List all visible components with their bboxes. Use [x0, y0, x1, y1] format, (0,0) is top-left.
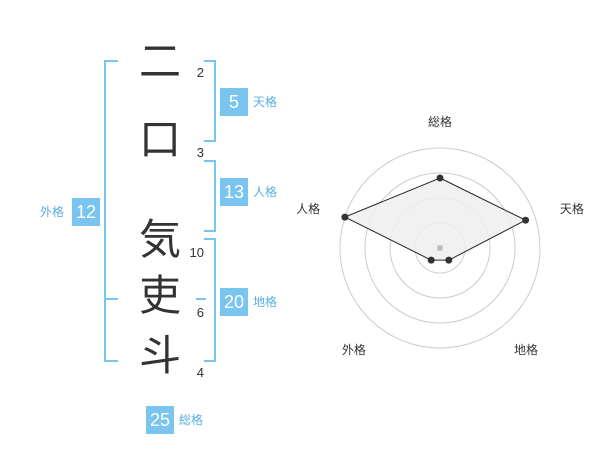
gaikaku-label: 外格	[40, 205, 65, 219]
radar-axis-label-1: 総格	[428, 114, 452, 129]
gaikaku-bracket-tick	[106, 298, 118, 300]
name-char-1: 二	[138, 37, 181, 86]
radar-axis-label-2: 天格	[560, 201, 584, 216]
radar-axis-label-5: 人格	[296, 201, 320, 216]
name-char-3: 気	[138, 215, 181, 264]
jinkaku-bracket	[204, 160, 216, 232]
gaikaku-badge: 12	[72, 198, 100, 226]
stroke-count-3: 10	[189, 245, 204, 260]
radar-point-1	[436, 174, 444, 182]
chikaku-badge: 20	[220, 288, 248, 316]
radar-point-5	[341, 213, 349, 221]
radar-grid-ring-3	[364, 172, 516, 324]
name-char-5: 斗	[138, 331, 181, 380]
chikaku-label: 地格	[253, 295, 278, 309]
soukaku-label: 総格	[179, 413, 204, 427]
tenkaku-badge: 5	[220, 88, 248, 116]
chikaku-bracket-tick	[196, 298, 206, 300]
tenkaku-bracket	[204, 60, 216, 142]
stroke-count-1: 2	[196, 65, 204, 80]
stroke-count-2: 3	[196, 145, 204, 160]
jinkaku-label: 人格	[253, 185, 278, 199]
tenkaku-label: 天格	[253, 95, 278, 109]
chikaku-bracket	[204, 238, 216, 362]
gaikaku-bracket	[104, 60, 118, 362]
radar-point-3	[445, 256, 453, 264]
name-char-4: 吏	[138, 271, 181, 320]
soukaku-badge: 25	[146, 406, 174, 434]
radar-grid-ring-4	[339, 147, 541, 349]
radar-center-dot	[437, 245, 443, 251]
stroke-count-5: 4	[196, 365, 204, 380]
radar-data-polygon	[343, 177, 527, 261]
stroke-count-4: 6	[196, 305, 204, 320]
radar-point-4	[427, 256, 435, 264]
radar-axis-label-3: 地格	[514, 342, 538, 357]
jinkaku-badge: 13	[220, 178, 248, 206]
radar-point-2	[522, 216, 530, 224]
name-char-2: 口	[138, 115, 181, 164]
radar-axis-label-4: 外格	[342, 342, 366, 357]
